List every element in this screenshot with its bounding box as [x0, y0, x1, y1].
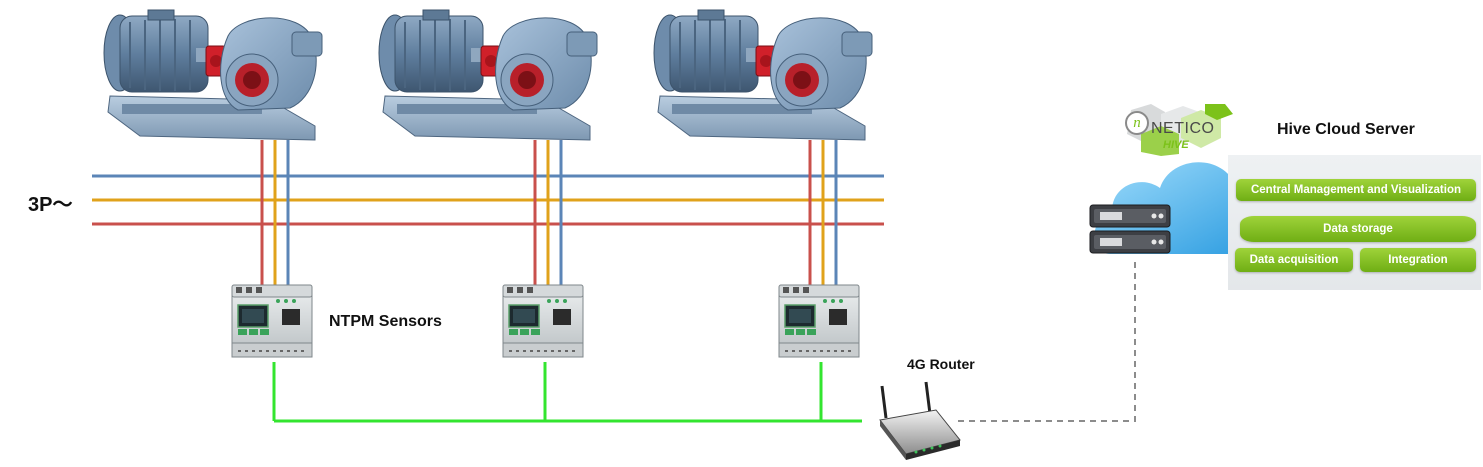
cloud-uplink — [958, 262, 1136, 422]
drop-wires-3 — [808, 140, 838, 286]
phase-label: 3P～ — [28, 194, 73, 216]
sensor-1 — [231, 284, 313, 358]
cloud-server-title: Hive Cloud Server — [1277, 121, 1415, 138]
router-label: 4G Router — [907, 356, 975, 372]
drop-wires-2 — [533, 140, 563, 286]
pump-3 — [653, 9, 873, 141]
sensor-3 — [778, 284, 860, 358]
module-data-acquisition: Data acquisition — [1235, 248, 1353, 272]
sensors-label: NTPM Sensors — [329, 313, 442, 330]
pump-2 — [378, 9, 598, 141]
logo-mark: n — [1125, 111, 1149, 135]
sensor-2 — [502, 284, 584, 358]
sensor-network — [272, 362, 862, 423]
logo-subword: HIVE — [1163, 139, 1189, 151]
logo-wordmark: NETICO — [1151, 120, 1215, 137]
module-data-storage: Data storage — [1240, 216, 1476, 242]
router-icon — [879, 381, 961, 460]
module-integration: Integration — [1360, 248, 1476, 272]
pump-1 — [103, 9, 323, 141]
module-central-management: Central Management and Visualization — [1236, 179, 1476, 201]
drop-wires-1 — [260, 140, 290, 286]
